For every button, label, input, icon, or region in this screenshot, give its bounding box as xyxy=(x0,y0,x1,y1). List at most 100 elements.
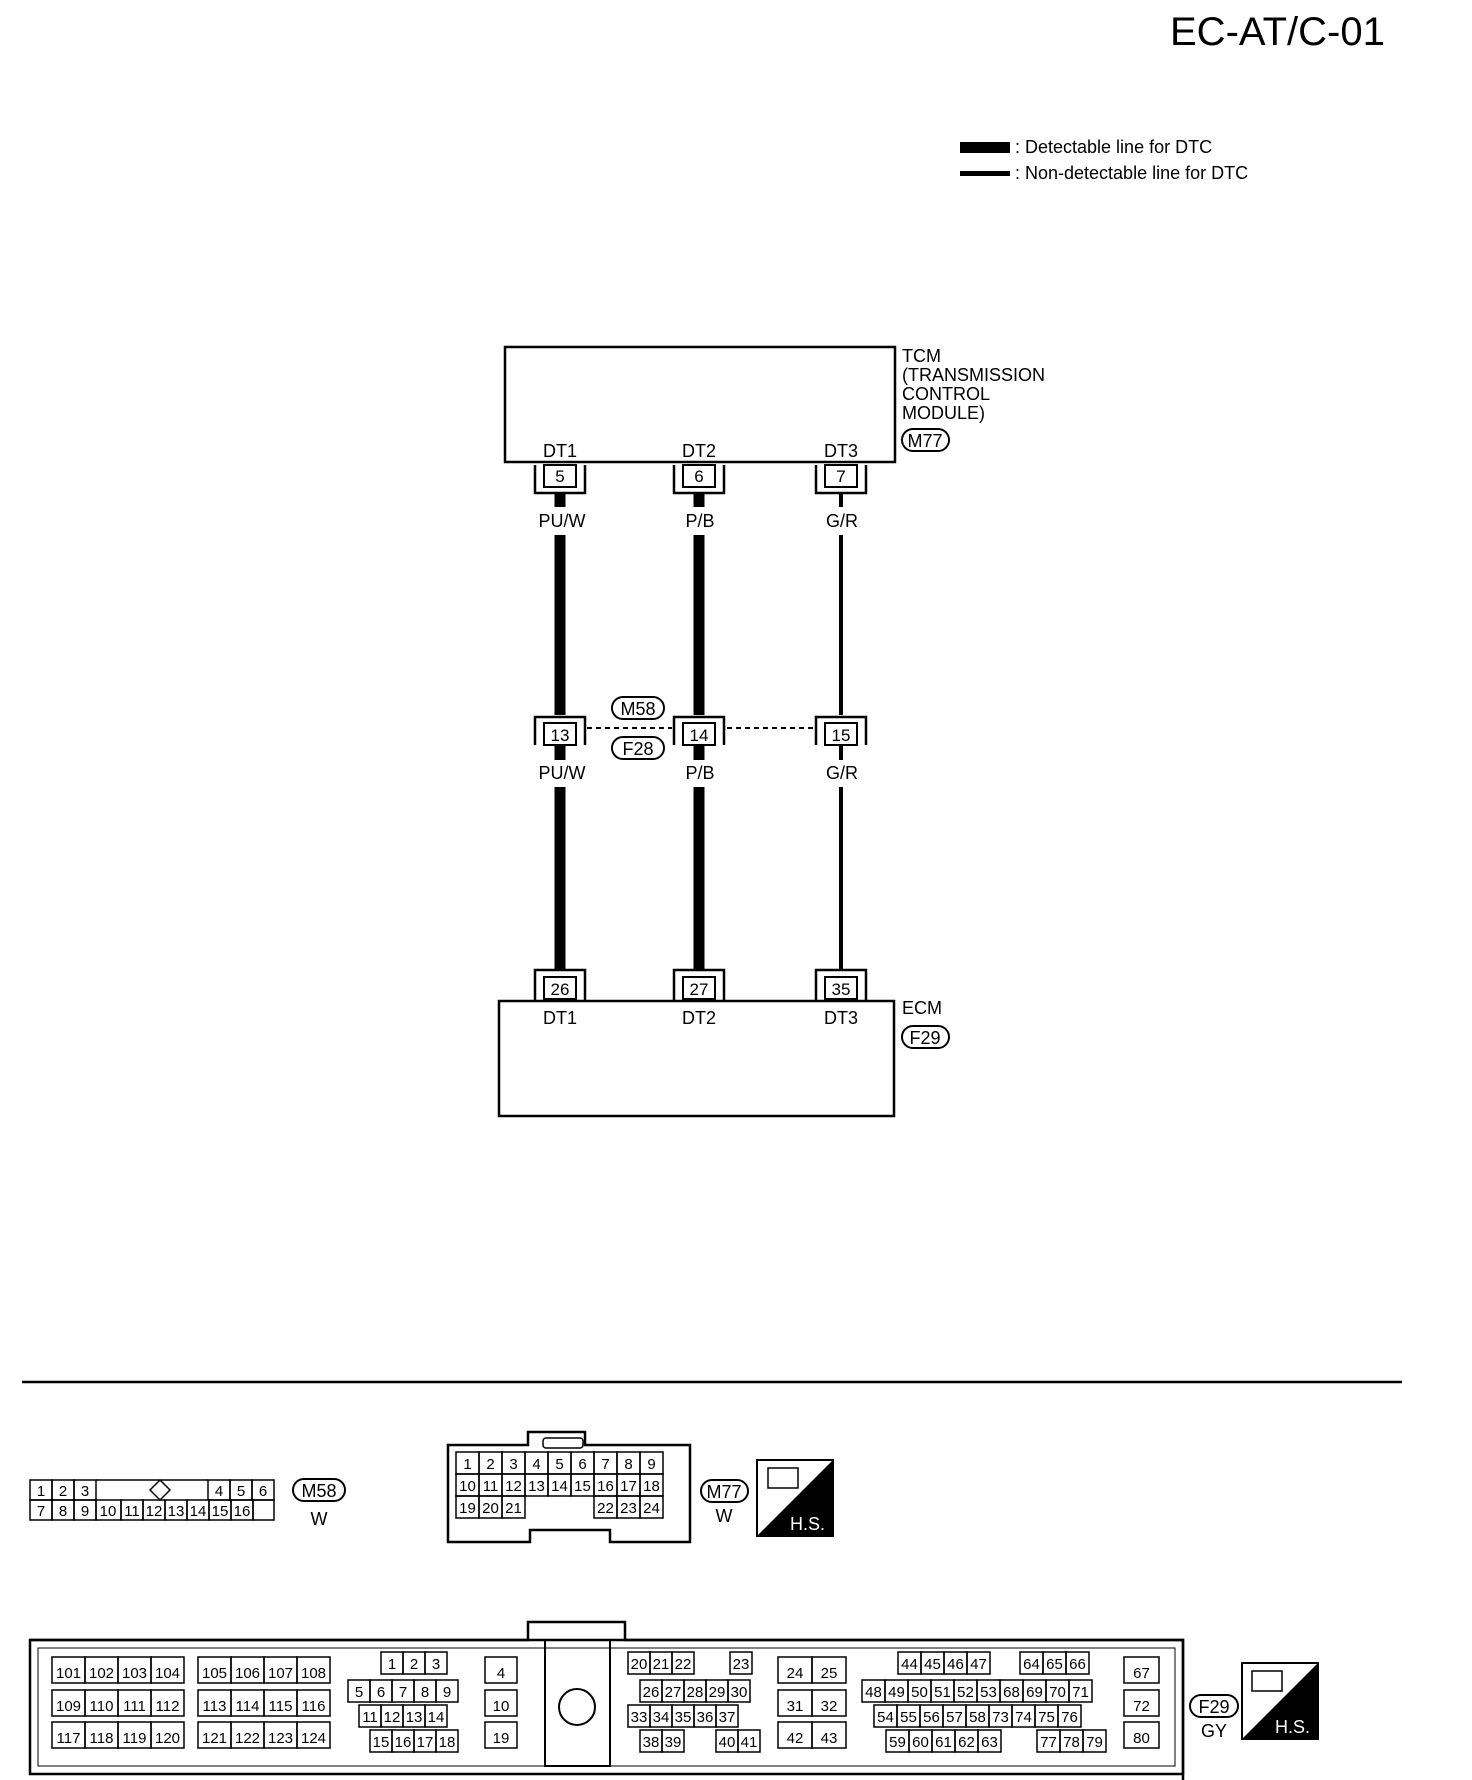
cavity-box xyxy=(296,1689,331,1717)
cavity-number: 122 xyxy=(235,1730,260,1747)
cavity-number: 17 xyxy=(417,1734,434,1751)
cavity-number: 14 xyxy=(551,1478,568,1495)
cavity-number: 15 xyxy=(212,1503,229,1520)
legend-detectable: : Detectable line for DTC xyxy=(1015,137,1212,157)
ecm-terminal-name: DT1 xyxy=(543,1008,577,1028)
junction-pin-number: 13 xyxy=(551,726,570,745)
cavity-number: 8 xyxy=(59,1503,67,1520)
tcm-pin-number: 5 xyxy=(555,467,564,486)
cavity-box xyxy=(1057,1704,1082,1728)
f29-color: GY xyxy=(1201,1721,1227,1741)
ecm-connector-oval-icon xyxy=(901,1025,950,1049)
cavity-box xyxy=(811,1689,847,1717)
cavity-box xyxy=(729,1651,753,1675)
junction-pin: 14 xyxy=(672,715,726,746)
f29-oval-icon xyxy=(1189,1694,1239,1718)
cavity-number: 101 xyxy=(56,1665,81,1682)
wire-color-label: PU/W xyxy=(539,511,586,531)
cavity-number: 16 xyxy=(395,1734,412,1751)
cavity-box xyxy=(1123,1689,1160,1717)
cavity-number: 56 xyxy=(923,1709,940,1726)
cavity-number: 77 xyxy=(1040,1734,1057,1751)
ecm-pin-number: 35 xyxy=(832,980,851,999)
tcm-connector-id: M77 xyxy=(907,431,942,451)
cavity-number: 78 xyxy=(1063,1734,1080,1751)
legend-non-detectable: : Non-detectable line for DTC xyxy=(1015,163,1248,183)
cavity-number: 20 xyxy=(631,1656,648,1673)
cavity-box xyxy=(1123,1656,1160,1684)
tcm-box xyxy=(503,345,897,464)
harness-side-badge: H.S. xyxy=(756,1459,834,1537)
cavity-box xyxy=(1123,1721,1160,1749)
tcm-terminal-name: DT1 xyxy=(543,441,577,461)
tcm-terminal-name: DT2 xyxy=(682,441,716,461)
cavity-box xyxy=(296,1721,331,1749)
cavity-number: 116 xyxy=(302,1698,326,1715)
legend: : Detectable line for DTC : Non-detectab… xyxy=(960,137,1248,183)
cavity-number: 3 xyxy=(509,1456,517,1473)
cavity-number: 73 xyxy=(992,1709,1009,1726)
cavity-number: 106 xyxy=(235,1665,260,1682)
cavity-number: 40 xyxy=(719,1734,736,1751)
junction-pin-number: 15 xyxy=(832,726,851,745)
wire-color-label: P/B xyxy=(685,763,714,783)
cavity-number: 115 xyxy=(269,1698,293,1715)
ecm-label: ECM xyxy=(902,998,942,1018)
cavity-number: 2 xyxy=(59,1483,67,1500)
cavity-box xyxy=(150,1721,185,1749)
cavity-number: 29 xyxy=(709,1684,726,1701)
cavity-number: 10 xyxy=(493,1698,510,1715)
cavity-number: 28 xyxy=(687,1684,704,1701)
cavity-number: 71 xyxy=(1072,1684,1089,1701)
cavity-number: 50 xyxy=(911,1684,928,1701)
ecm-box xyxy=(497,999,896,1118)
cavity-number: 1 xyxy=(463,1456,471,1473)
ecm-pin-number: 26 xyxy=(551,980,570,999)
cavity-number: 120 xyxy=(155,1730,180,1747)
ecm-pin: 26 xyxy=(533,968,587,1000)
cavity-number: 80 xyxy=(1133,1730,1150,1747)
cavity-number: 72 xyxy=(1133,1698,1150,1715)
tcm-label-line4: MODULE) xyxy=(902,403,985,423)
tcm-pins: 5 6 7 xyxy=(533,464,868,495)
cavity-box xyxy=(296,1656,331,1684)
junction-connector-id: F28 xyxy=(622,739,653,759)
cavity-number: 4 xyxy=(215,1483,223,1500)
connector-icon xyxy=(767,1467,799,1489)
cavity-number: 103 xyxy=(122,1665,147,1682)
cavity-number: 8 xyxy=(624,1456,632,1473)
cavity-number: 107 xyxy=(268,1665,293,1682)
ecm-terminal-name: DT3 xyxy=(824,1008,858,1028)
cavity-number: 124 xyxy=(301,1730,326,1747)
cavity-number: 110 xyxy=(90,1698,114,1715)
cavity-number: 112 xyxy=(156,1698,180,1715)
cavity-number: 12 xyxy=(384,1709,401,1726)
tcm-label-line1: TCM xyxy=(902,346,941,366)
legend-thick-line-icon xyxy=(960,142,1010,153)
m77-id: M77 xyxy=(706,1482,741,1502)
ecm-pin-number: 27 xyxy=(690,980,709,999)
cavity-number: 8 xyxy=(421,1684,429,1701)
cavity-box xyxy=(811,1656,847,1684)
cavity-number: 3 xyxy=(432,1656,440,1673)
junction-pin-number: 14 xyxy=(690,726,709,745)
cavity-number: 58 xyxy=(969,1709,986,1726)
cavity-number: 117 xyxy=(57,1730,81,1747)
cavity-number: 18 xyxy=(643,1478,660,1495)
cavity-number: 25 xyxy=(821,1665,838,1682)
cavity-number: 46 xyxy=(947,1656,964,1673)
cavity-box xyxy=(727,1679,751,1703)
cavity-number: 42 xyxy=(787,1730,804,1747)
legend-thin-line-icon xyxy=(960,171,1010,176)
tcm-label-line2: (TRANSMISSION xyxy=(902,365,1045,385)
cavity-number: 18 xyxy=(439,1734,456,1751)
cavity-number: 123 xyxy=(268,1730,293,1747)
cavity-number: 23 xyxy=(733,1656,750,1673)
cavity-number: 65 xyxy=(1046,1656,1063,1673)
m77-oval-icon xyxy=(700,1479,749,1503)
cavity-number: 118 xyxy=(90,1730,114,1747)
cavity-box xyxy=(639,1495,664,1519)
cavity-number: 21 xyxy=(653,1656,670,1673)
cavity-number: 119 xyxy=(123,1730,147,1747)
